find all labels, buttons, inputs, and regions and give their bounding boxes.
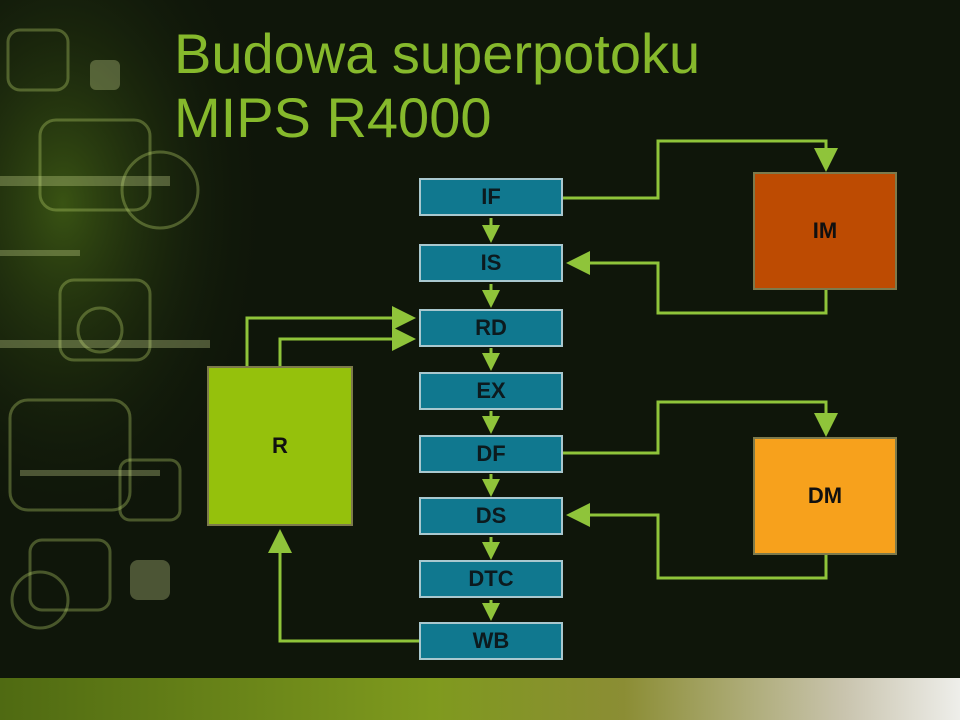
- stage-ex: EX: [419, 372, 563, 410]
- arrow-r-to-rd-1: [245, 306, 416, 366]
- arrow-wb-to-r: [268, 529, 419, 643]
- stage-is: IS: [419, 244, 563, 282]
- bottom-bar: [0, 678, 960, 720]
- stage-wb: WB: [419, 622, 563, 660]
- arrow-r-to-rd-2: [278, 327, 416, 366]
- slide-title: Budowa superpotoku MIPS R4000: [174, 22, 700, 150]
- instruction-memory-block: IM: [753, 172, 897, 290]
- title-line-1: Budowa superpotoku: [174, 22, 701, 85]
- stage-ds: DS: [419, 497, 563, 535]
- stage-rd: RD: [419, 309, 563, 347]
- stage-if: IF: [419, 178, 563, 216]
- arrow-im-to-is: [566, 251, 828, 315]
- data-memory-block: DM: [753, 437, 897, 555]
- stage-dtc: DTC: [419, 560, 563, 598]
- title-line-2: MIPS R4000: [174, 86, 492, 149]
- arrow-dm-to-ds: [566, 503, 828, 580]
- stage-df: DF: [419, 435, 563, 473]
- register-file-block: R: [207, 366, 353, 526]
- arrow-if-to-im: [563, 139, 838, 200]
- arrow-ex-to-dm: [563, 400, 838, 455]
